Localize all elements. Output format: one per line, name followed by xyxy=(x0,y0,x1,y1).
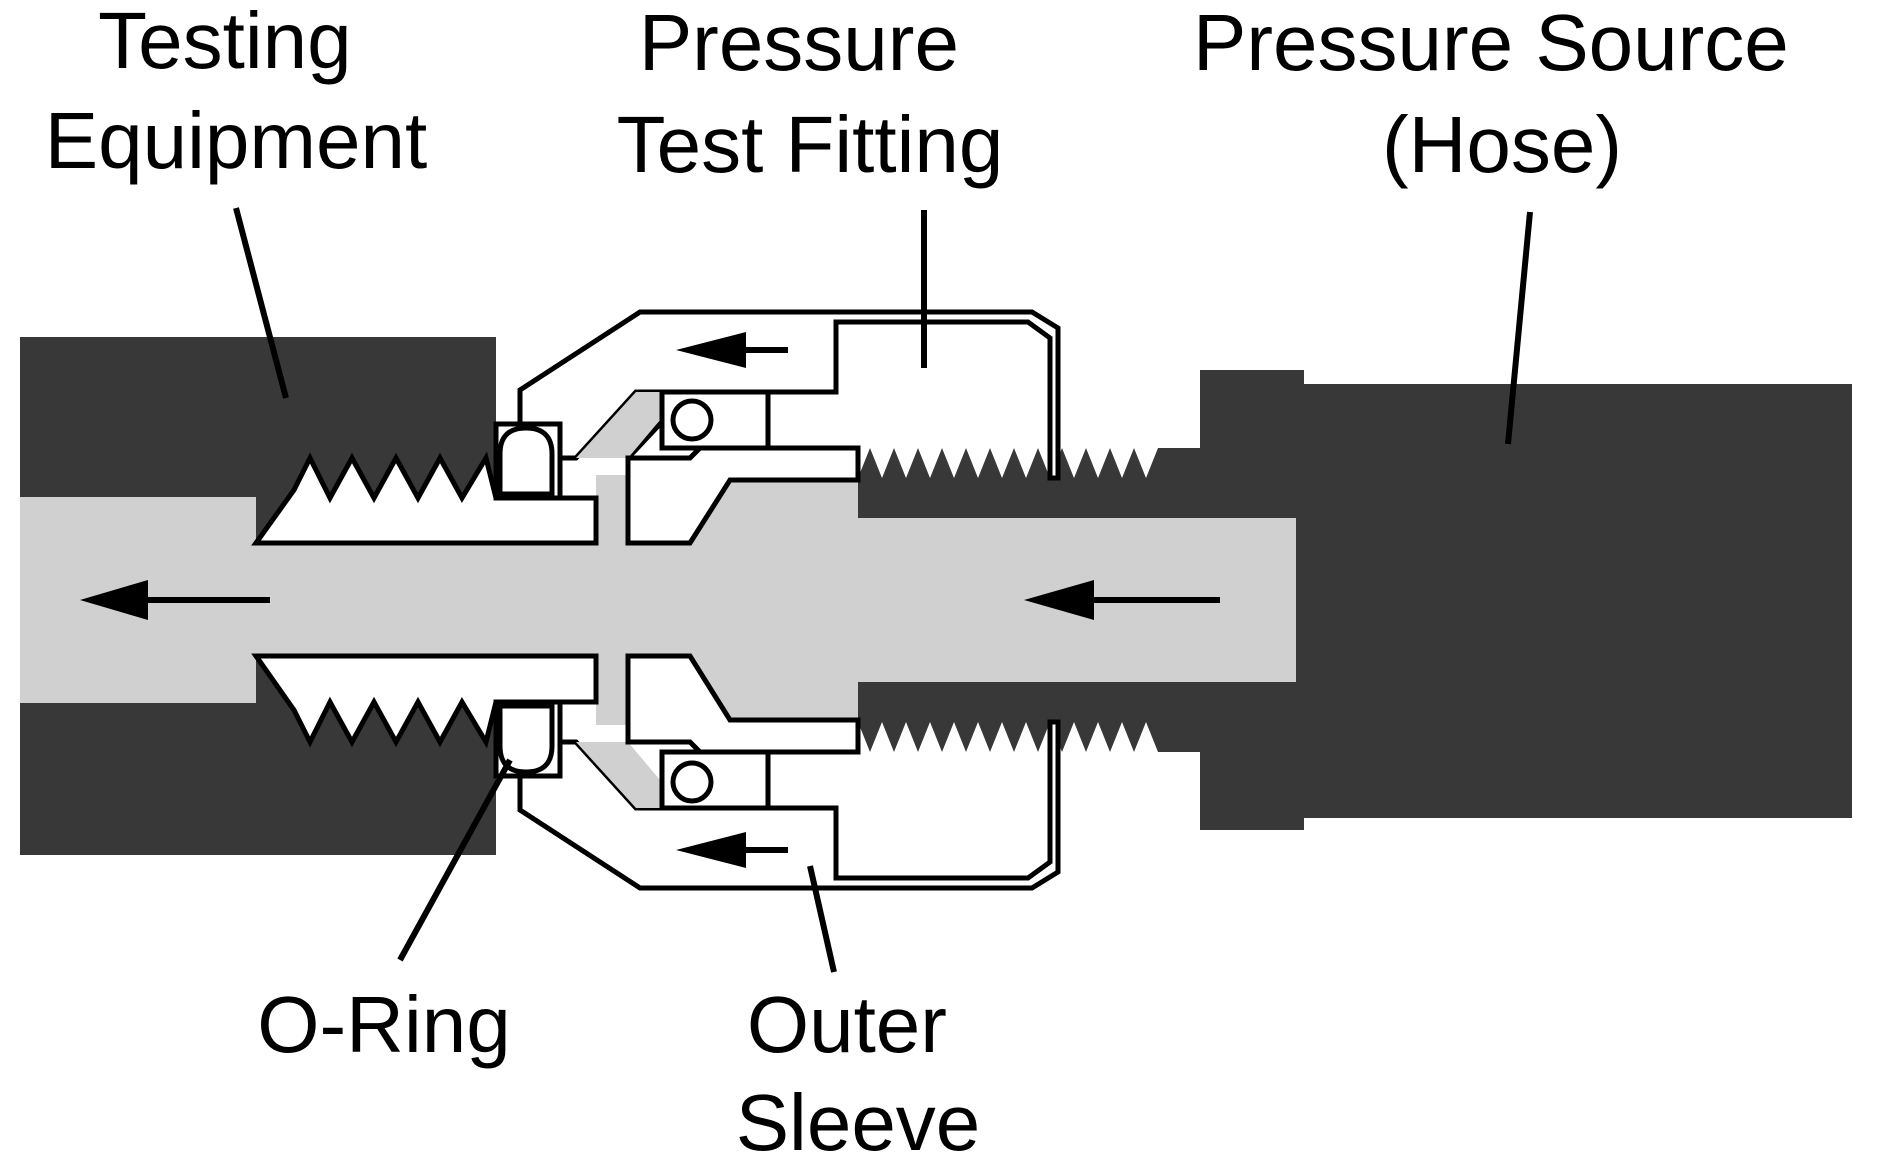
label-testing-equipment-line1: Testing xyxy=(98,0,351,85)
fitting-body-bottom xyxy=(251,653,599,749)
leader-lines xyxy=(233,207,1533,973)
label-pressure-test-fitting-line1: Pressure xyxy=(639,0,959,87)
fitting-stem-bottom xyxy=(625,653,861,755)
label-outer-sleeve-line1: Outer xyxy=(747,980,947,1069)
label-pressure-test-fitting: Pressure Test Fitting xyxy=(617,0,1004,189)
label-outer-sleeve: Outer Sleeve xyxy=(736,980,981,1158)
pressure-passage xyxy=(20,475,1296,725)
fitting-nose-bottom xyxy=(576,656,690,808)
pressure-source-thread-bottom xyxy=(858,680,1200,752)
pressure-source-thread-top xyxy=(858,448,1200,520)
leader-outer-sleeve xyxy=(807,865,837,973)
ball-top xyxy=(670,398,714,442)
label-outer-sleeve-line2: Sleeve xyxy=(736,1078,981,1158)
label-pressure-source: Pressure Source (Hose) xyxy=(1193,0,1811,189)
label-testing-equipment: Testing Equipment xyxy=(45,0,427,185)
left-arrow-icon xyxy=(676,832,788,868)
label-o-ring-line1: O-Ring xyxy=(257,980,510,1069)
left-arrow-icon xyxy=(676,332,788,368)
label-o-ring: O-Ring xyxy=(257,980,510,1069)
fitting-stem-top xyxy=(625,445,861,546)
o-ring-bottom xyxy=(497,703,555,775)
label-pressure-source-line2: (Hose) xyxy=(1382,100,1622,189)
o-ring-top xyxy=(497,425,555,497)
fitting-nose-top xyxy=(576,392,690,543)
leader-testing-equipment xyxy=(233,207,289,399)
leader-pressure-source xyxy=(1505,211,1533,445)
fitting-body-top xyxy=(251,451,599,546)
pressure-source-hose xyxy=(1302,384,1852,818)
left-arrow-icon xyxy=(1024,580,1220,620)
test-fitting xyxy=(251,309,1061,891)
ball-bottom xyxy=(670,760,714,804)
left-arrow-icon xyxy=(80,580,270,620)
label-pressure-source-line1: Pressure Source xyxy=(1193,0,1789,87)
label-pressure-test-fitting-line2: Test Fitting xyxy=(617,100,1004,189)
leader-o-ring xyxy=(397,758,513,962)
flow-arrows xyxy=(80,332,1220,868)
label-testing-equipment-line2: Equipment xyxy=(45,96,427,185)
